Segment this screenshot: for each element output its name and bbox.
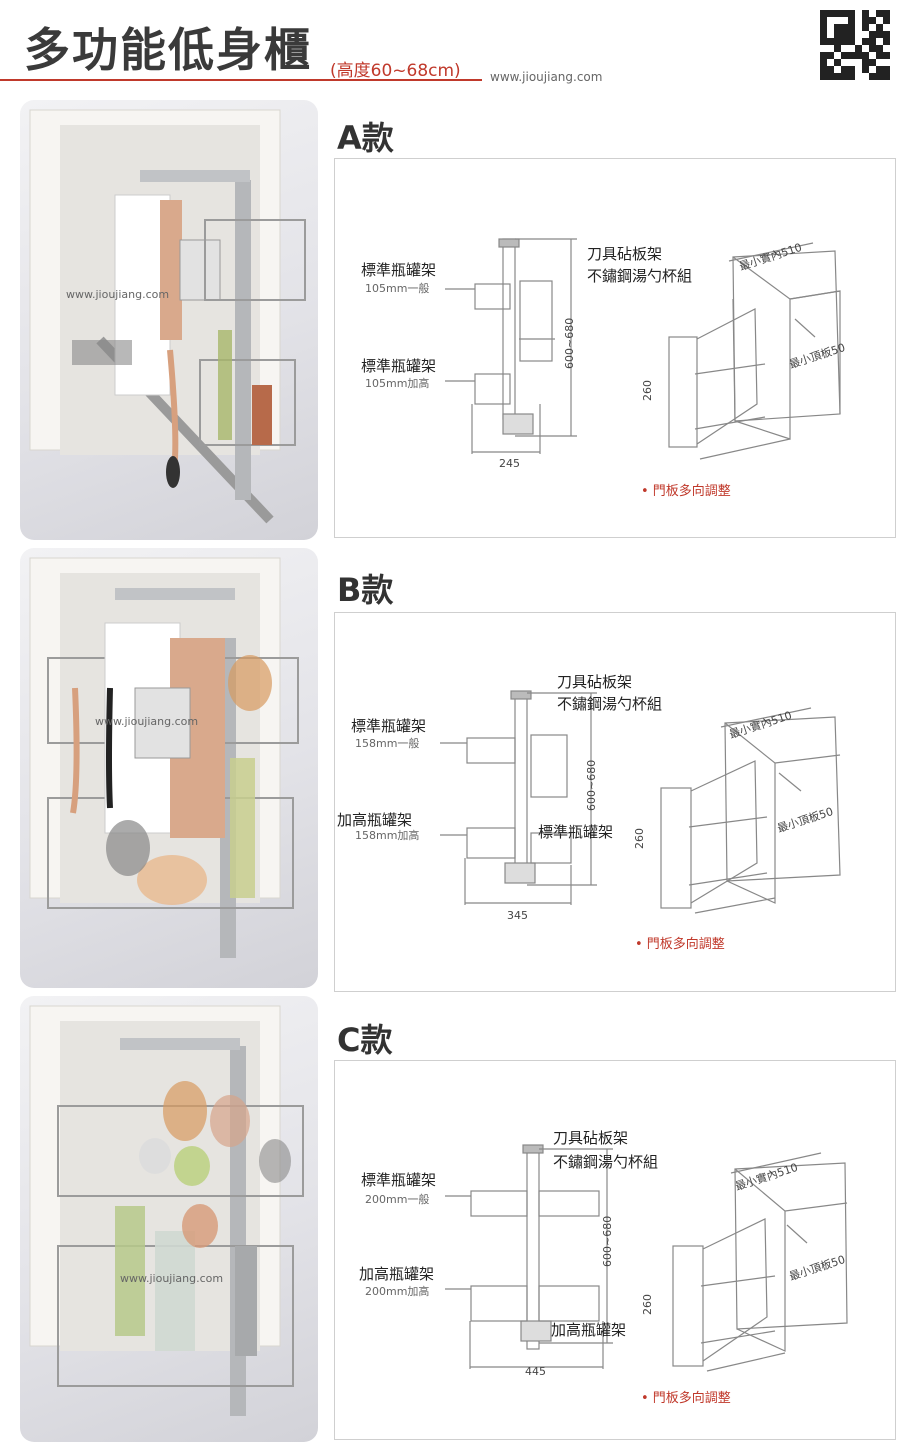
side-dimension: 260 bbox=[633, 828, 646, 849]
upper-rack-sub: 200mm一般 bbox=[365, 1193, 430, 1206]
title-underline bbox=[0, 79, 482, 81]
height-dimension: 600~680 bbox=[563, 317, 576, 369]
page-title: 多功能低身櫃 bbox=[24, 23, 312, 77]
door-adjust-note: • 門板多向調整 bbox=[635, 937, 725, 952]
qr-code-icon bbox=[820, 10, 890, 80]
model-title-c: C款 bbox=[337, 1021, 393, 1059]
knife-rack-label: 刀具砧板架 bbox=[587, 245, 663, 263]
extra-rack-label: 加高瓶罐架 bbox=[551, 1321, 627, 1339]
product-photo-a: www.jioujiang.com bbox=[20, 100, 318, 540]
upper-rack-sub: 158mm一般 bbox=[355, 737, 420, 750]
upper-rack-label: 標準瓶罐架 bbox=[361, 1171, 437, 1189]
model-title-b: B款 bbox=[337, 571, 394, 609]
dimension-drawing-b bbox=[440, 690, 841, 914]
model-title-a: A款 bbox=[337, 119, 394, 157]
spec-diagram-c: 標準瓶罐架 200mm一般 加高瓶罐架 200mm加高 刀具砧板架 不鏽鋼湯勺杯… bbox=[334, 1060, 896, 1440]
knife-rack-label: 刀具砧板架 bbox=[553, 1129, 629, 1147]
extra-rack-label: 標準瓶罐架 bbox=[538, 823, 614, 841]
ladle-cup-label: 不鏽鋼湯勺杯組 bbox=[587, 267, 693, 285]
width-dimension: 245 bbox=[499, 457, 520, 470]
page-header: 多功能低身櫃 (高度60~68cm) www.jioujiang.com bbox=[0, 0, 900, 95]
lower-rack-label: 標準瓶罐架 bbox=[361, 357, 437, 375]
lower-rack-sub: 105mm加高 bbox=[365, 377, 430, 390]
dimension-drawing-c bbox=[445, 1144, 848, 1372]
product-photo-b: www.jioujiang.com bbox=[20, 548, 318, 988]
spec-diagram-b: 標準瓶罐架 158mm一般 加高瓶罐架 158mm加高 刀具砧板架 不鏽鋼湯勺杯… bbox=[334, 612, 896, 992]
upper-rack-label: 標準瓶罐架 bbox=[361, 261, 437, 279]
photo-watermark: www.jioujiang.com bbox=[66, 288, 170, 301]
page-subtitle: (高度60~68cm) bbox=[330, 61, 461, 81]
website-link[interactable]: www.jioujiang.com bbox=[490, 70, 603, 84]
ladle-cup-label: 不鏽鋼湯勺杯組 bbox=[557, 695, 663, 713]
side-dimension: 260 bbox=[641, 380, 654, 401]
knife-rack-label: 刀具砧板架 bbox=[557, 673, 633, 691]
product-photo-c: www.jioujiang.com bbox=[20, 996, 318, 1442]
height-dimension: 600~680 bbox=[585, 759, 598, 811]
lower-rack-label: 加高瓶罐架 bbox=[337, 811, 413, 829]
spec-diagram-a: 標準瓶罐架 105mm一般 標準瓶罐架 105mm加高 刀具砧板架 不鏽鋼湯勺杯… bbox=[334, 158, 896, 538]
photo-watermark: www.jioujiang.com bbox=[120, 1272, 224, 1285]
lower-rack-label: 加高瓶罐架 bbox=[359, 1265, 435, 1283]
upper-rack-label: 標準瓶罐架 bbox=[351, 717, 427, 735]
photo-watermark: www.jioujiang.com bbox=[95, 715, 199, 728]
upper-rack-sub: 105mm一般 bbox=[365, 282, 430, 295]
height-dimension: 600~680 bbox=[601, 1215, 614, 1267]
lower-rack-sub: 200mm加高 bbox=[365, 1285, 430, 1298]
width-dimension: 445 bbox=[525, 1365, 546, 1378]
lower-rack-sub: 158mm加高 bbox=[355, 829, 420, 842]
door-adjust-note: • 門板多向調整 bbox=[641, 484, 731, 499]
side-dimension: 260 bbox=[641, 1294, 654, 1315]
ladle-cup-label: 不鏽鋼湯勺杯組 bbox=[553, 1153, 659, 1171]
door-adjust-note: • 門板多向調整 bbox=[641, 1391, 731, 1406]
dimension-drawing-a bbox=[445, 238, 841, 460]
width-dimension: 345 bbox=[507, 909, 528, 922]
